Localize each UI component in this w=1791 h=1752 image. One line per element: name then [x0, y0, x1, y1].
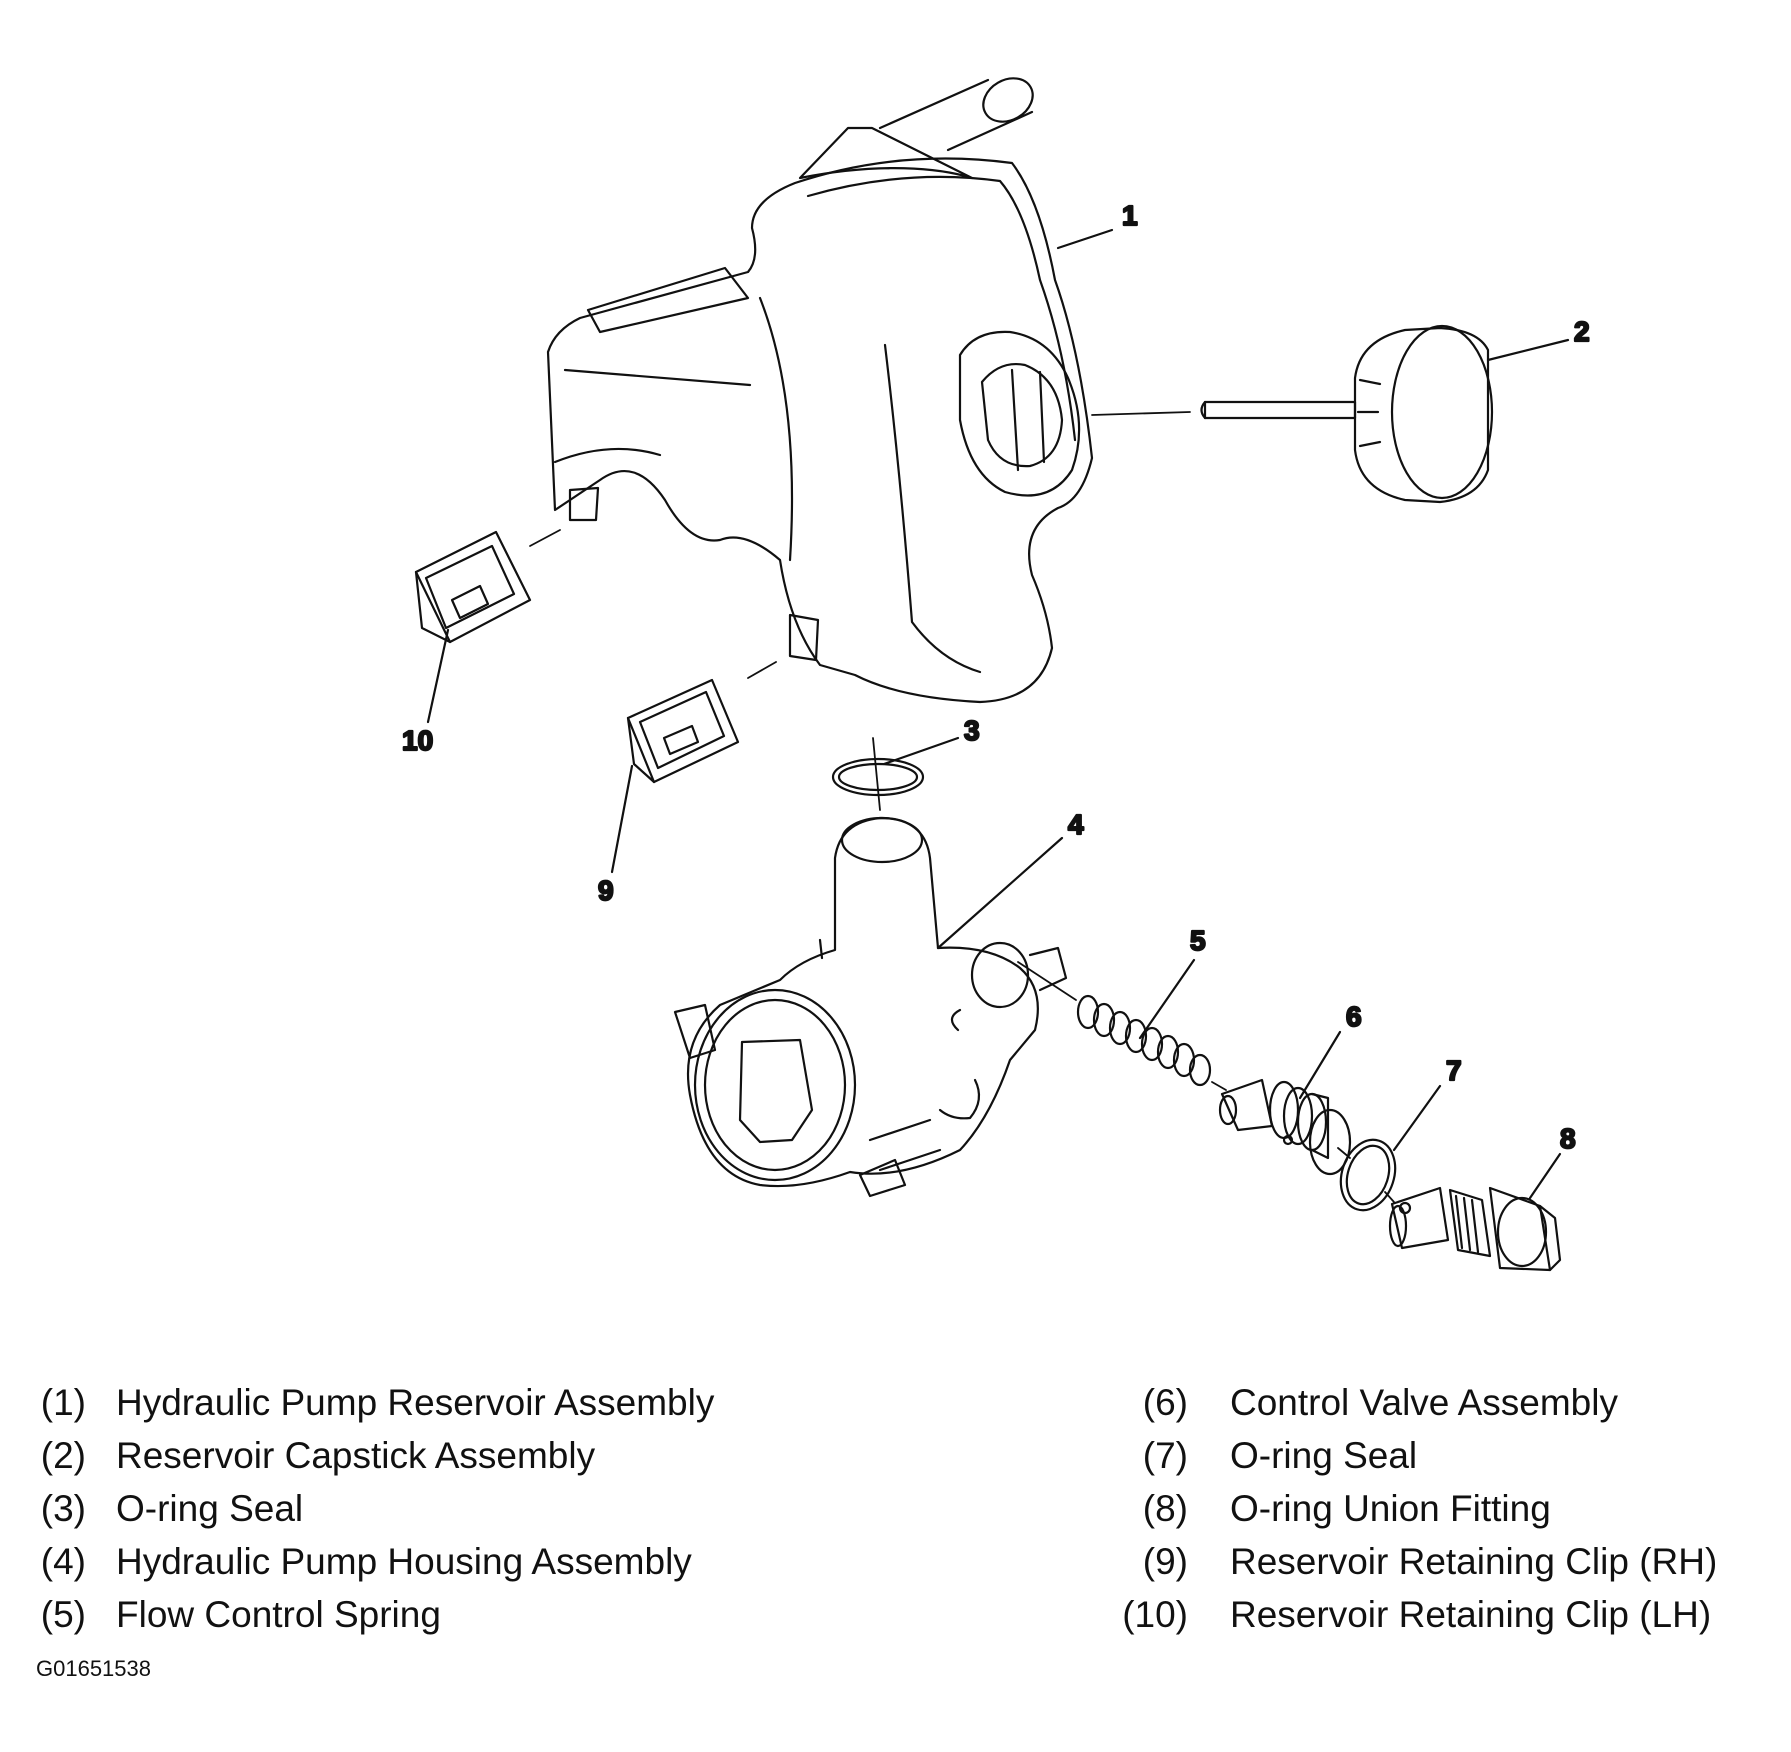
legend-item: (10)Reservoir Retaining Clip (LH) [1110, 1588, 1717, 1641]
legend-item: (6)Control Valve Assembly [1110, 1376, 1717, 1429]
legend-label: Hydraulic Pump Housing Assembly [116, 1541, 692, 1582]
legend-item: (2)Reservoir Capstick Assembly [32, 1429, 714, 1482]
flow-control-spring-part [1076, 994, 1212, 1087]
figure-id: G01651538 [36, 1656, 151, 1681]
o-ring-seal-7-part [1339, 1138, 1397, 1212]
control-valve-part [1218, 1078, 1352, 1176]
callout-3: 3 [964, 715, 980, 746]
parts-legend-left: (1)Hydraulic Pump Reservoir Assembly (2)… [32, 1376, 715, 1641]
legend-item: (4)Hydraulic Pump Housing Assembly [32, 1535, 714, 1588]
exploded-view-drawing: 1 2 3 4 5 6 7 8 9 10 [401, 77, 1591, 1272]
reservoir-assembly-part [546, 77, 1094, 704]
callout-8: 8 [1560, 1123, 1576, 1154]
parts-legend-right: (6)Control Valve Assembly (7)O-ring Seal… [1110, 1376, 1717, 1641]
retaining-clip-rh-part [626, 678, 740, 784]
o-ring-union-fitting-part [1388, 1186, 1562, 1272]
legend-label: O-ring Seal [1230, 1435, 1418, 1476]
callout-9: 9 [598, 875, 614, 906]
retaining-clip-lh-part [414, 530, 532, 644]
callout-10: 10 [402, 725, 433, 756]
alignment-lines [529, 411, 1395, 1203]
legend-label: Reservoir Capstick Assembly [116, 1435, 596, 1476]
legend-label: O-ring Seal [116, 1488, 304, 1529]
legend-item: (1)Hydraulic Pump Reservoir Assembly [32, 1376, 715, 1429]
legend-label: Control Valve Assembly [1230, 1382, 1618, 1423]
callout-2: 2 [1574, 316, 1590, 347]
legend-label: Flow Control Spring [116, 1594, 441, 1635]
callout-labels: 1 2 3 4 5 6 7 8 9 10 [401, 199, 1591, 1155]
legend-item: (9)Reservoir Retaining Clip (RH) [1110, 1535, 1718, 1588]
callout-1: 1 [1122, 200, 1138, 231]
pump-housing-part [673, 816, 1068, 1198]
legend-item: (7)O-ring Seal [1110, 1429, 1717, 1482]
legend-label: Hydraulic Pump Reservoir Assembly [116, 1382, 715, 1423]
legend-label: Reservoir Retaining Clip (LH) [1230, 1594, 1712, 1635]
callout-7: 7 [1446, 1055, 1462, 1086]
reservoir-capstick-part [1200, 324, 1494, 504]
callout-5: 5 [1190, 925, 1206, 956]
legend-item: (5)Flow Control Spring [32, 1588, 714, 1641]
leader-lines [426, 228, 1570, 1200]
legend-item: (8)O-ring Union Fitting [1110, 1482, 1717, 1535]
legend-item: (3)O-ring Seal [32, 1482, 714, 1535]
legend-label: O-ring Union Fitting [1230, 1488, 1551, 1529]
callout-4: 4 [1068, 809, 1084, 840]
callout-6: 6 [1346, 1001, 1362, 1032]
legend-label: Reservoir Retaining Clip (RH) [1230, 1541, 1718, 1582]
